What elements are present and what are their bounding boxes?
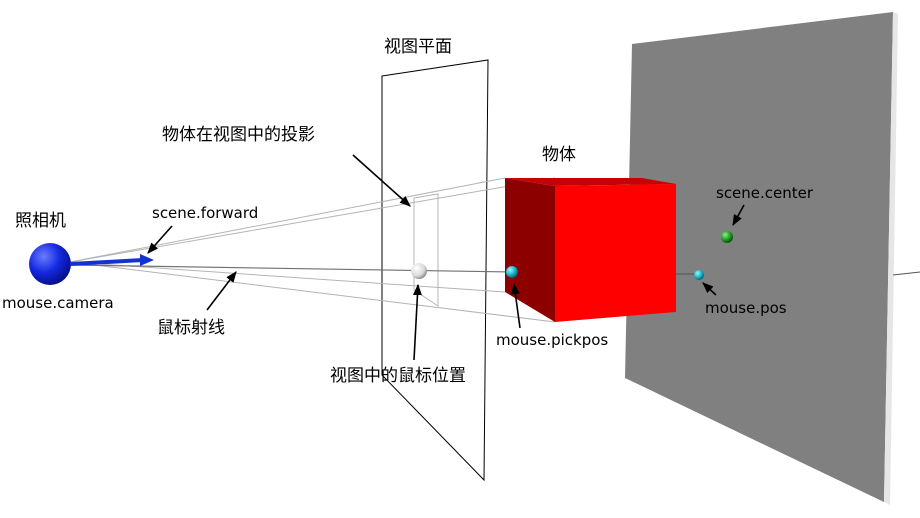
arrow-projection bbox=[352, 154, 411, 207]
pickpos-sphere bbox=[506, 266, 518, 278]
label-camera: 照相机 bbox=[15, 211, 66, 231]
label-mouse-pos: mouse.pos bbox=[705, 299, 787, 317]
arrow-pickpos bbox=[510, 282, 521, 329]
projection-outline bbox=[413, 193, 439, 307]
annotation-arrows bbox=[147, 154, 745, 361]
label-object: 物体 bbox=[542, 145, 576, 165]
ray-exit-line bbox=[892, 271, 920, 276]
ray-bottom-far bbox=[69, 261, 556, 323]
cube-top-face bbox=[505, 178, 676, 186]
ray-top-near bbox=[69, 177, 506, 263]
frustum-rays bbox=[69, 177, 556, 323]
back-wall bbox=[625, 12, 898, 505]
label-scene-forward: scene.forward bbox=[152, 204, 258, 222]
forward-arrow-shaft bbox=[69, 258, 144, 266]
view-plane bbox=[381, 59, 489, 482]
label-scene-center: scene.center bbox=[716, 184, 814, 202]
ray-bottom-near bbox=[69, 261, 506, 293]
view-plane-outline bbox=[381, 59, 489, 482]
label-view-plane: 视图平面 bbox=[384, 37, 452, 57]
back-wall-face bbox=[625, 12, 893, 502]
arrow-scene-center bbox=[732, 204, 745, 226]
label-projection: 物体在视图中的投影 bbox=[162, 125, 315, 145]
label-mouse-camera: mouse.camera bbox=[2, 294, 114, 312]
label-mouse-in-view: 视图中的鼠标位置 bbox=[330, 366, 466, 386]
arrow-view-mouse bbox=[412, 283, 422, 361]
mouse-ray-line bbox=[69, 264, 513, 273]
cube-side-face bbox=[505, 178, 555, 322]
label-mouse-ray: 鼠标射线 bbox=[157, 318, 225, 338]
label-mouse-pickpos: mouse.pickpos bbox=[496, 331, 608, 349]
arrow-mouse-ray bbox=[206, 271, 237, 311]
forward-arrow-head bbox=[140, 254, 154, 266]
cube-front-face bbox=[555, 184, 676, 322]
arrow-mouse-pos bbox=[702, 282, 717, 296]
scene-center-sphere bbox=[721, 231, 733, 243]
ray-top-far bbox=[69, 177, 556, 263]
back-wall-edge bbox=[884, 12, 898, 505]
projection-box bbox=[413, 193, 439, 307]
arrow-scene-forward bbox=[147, 225, 173, 254]
camera-sphere bbox=[29, 243, 71, 285]
mouse-pos-sphere bbox=[694, 270, 704, 280]
view-mouse-sphere bbox=[411, 263, 427, 279]
cube-object bbox=[505, 178, 676, 322]
